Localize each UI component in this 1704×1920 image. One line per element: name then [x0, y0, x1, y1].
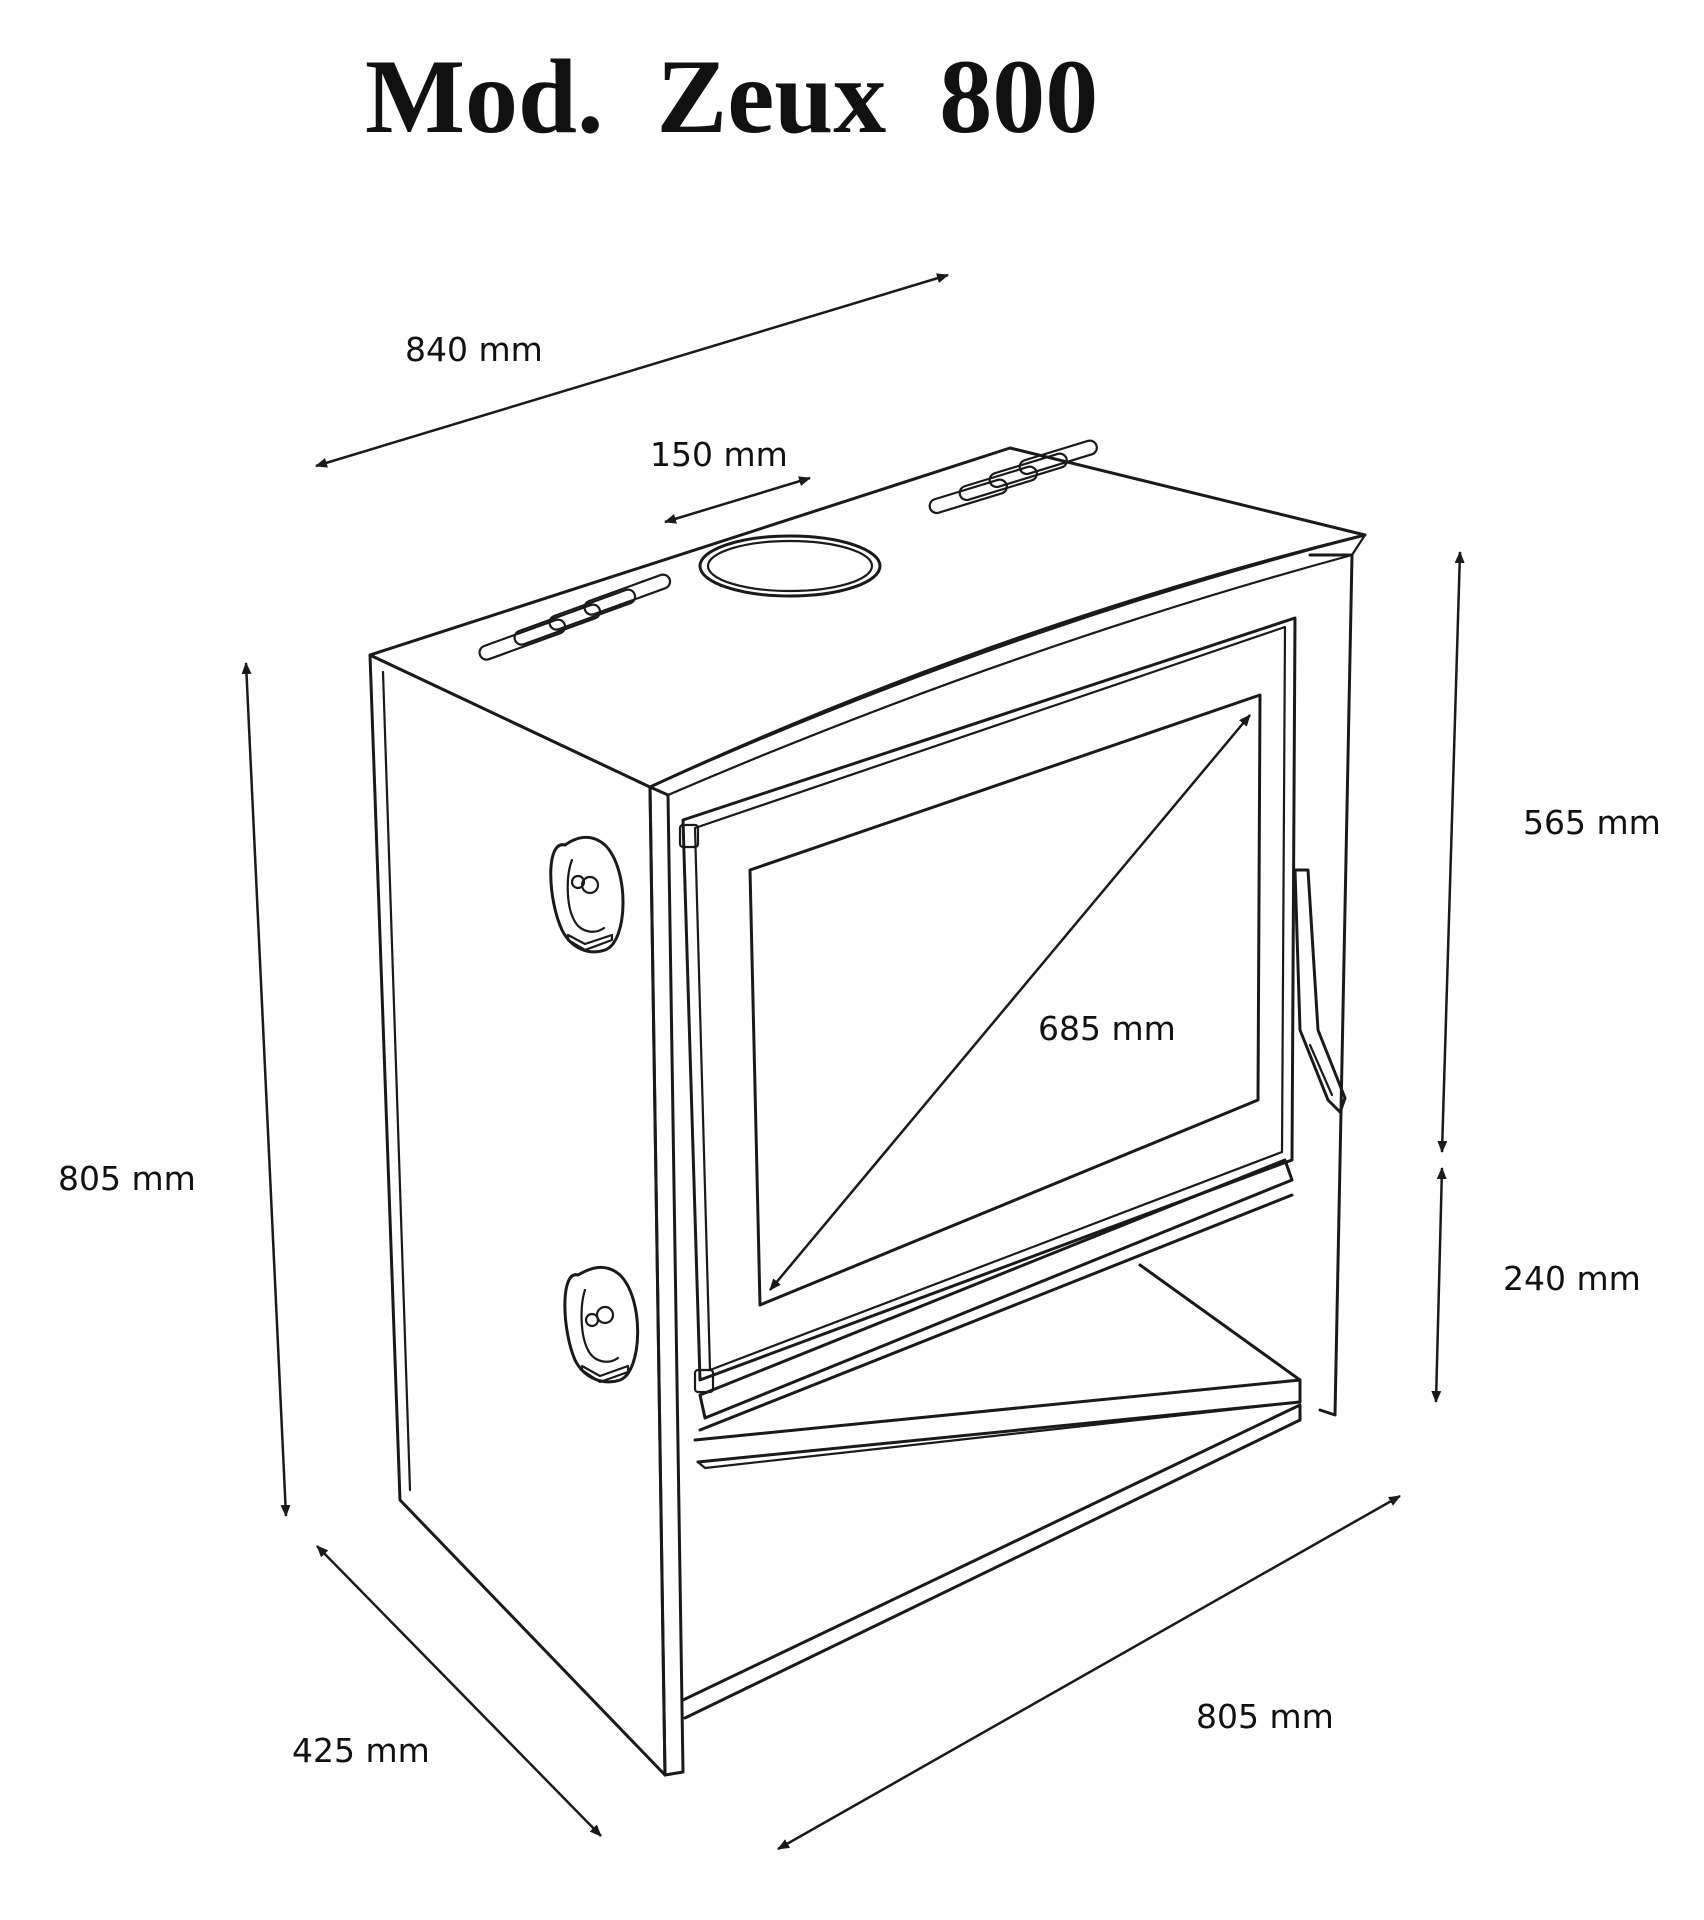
ash-ledge — [698, 1158, 1294, 1420]
hinge-top — [678, 823, 700, 849]
dim-label-upper-height: 565 mm — [1523, 803, 1661, 842]
door-outer — [681, 616, 1297, 1382]
hinge-bottom — [693, 1368, 715, 1394]
dim-line-lower-height — [1431, 1167, 1447, 1403]
dim-label-flue: 150 mm — [650, 435, 788, 474]
dim-label-front-width: 805 mm — [1196, 1697, 1334, 1736]
log-store-back — [1138, 1263, 1302, 1382]
door-glass — [748, 693, 1262, 1307]
flue-collar — [698, 534, 882, 598]
side-panel — [368, 653, 667, 1777]
base-rail — [681, 1403, 1302, 1720]
log-store-top — [698, 1193, 1294, 1432]
dim-line-front-width — [777, 1494, 1401, 1851]
dim-label-lower-height: 240 mm — [1503, 1259, 1641, 1298]
dim-label-total-height: 805 mm — [58, 1159, 196, 1198]
front-left-pillar — [648, 785, 685, 1777]
dim-line-upper-height — [1437, 551, 1465, 1153]
door-handle — [1293, 868, 1347, 1114]
top-vents-left — [478, 573, 672, 661]
log-store-floor — [693, 1378, 1302, 1464]
top-panel — [368, 446, 1367, 789]
dim-line-glass-diagonal — [769, 714, 1251, 1291]
dimension-labels: 840 mm 150 mm 685 mm 565 mm 240 mm 805 m… — [58, 330, 1661, 1770]
dim-label-glass-diagonal: 685 mm — [1038, 1009, 1176, 1048]
model-title: Mod. Zeux 800 — [365, 38, 1098, 155]
top-vents-right — [928, 439, 1098, 515]
dim-line-flue — [664, 476, 811, 524]
damper-lower — [563, 1265, 640, 1384]
dim-line-depth — [316, 1545, 602, 1837]
dim-label-depth: 425 mm — [292, 1731, 430, 1770]
dim-line-top-width — [315, 273, 949, 468]
dim-label-top-width: 840 mm — [405, 330, 543, 369]
front-right-pillar — [1308, 553, 1354, 1417]
dim-line-total-height — [241, 662, 291, 1517]
damper-upper — [549, 835, 625, 954]
stove-drawing — [368, 439, 1367, 1777]
dimension-lines — [241, 273, 1465, 1851]
